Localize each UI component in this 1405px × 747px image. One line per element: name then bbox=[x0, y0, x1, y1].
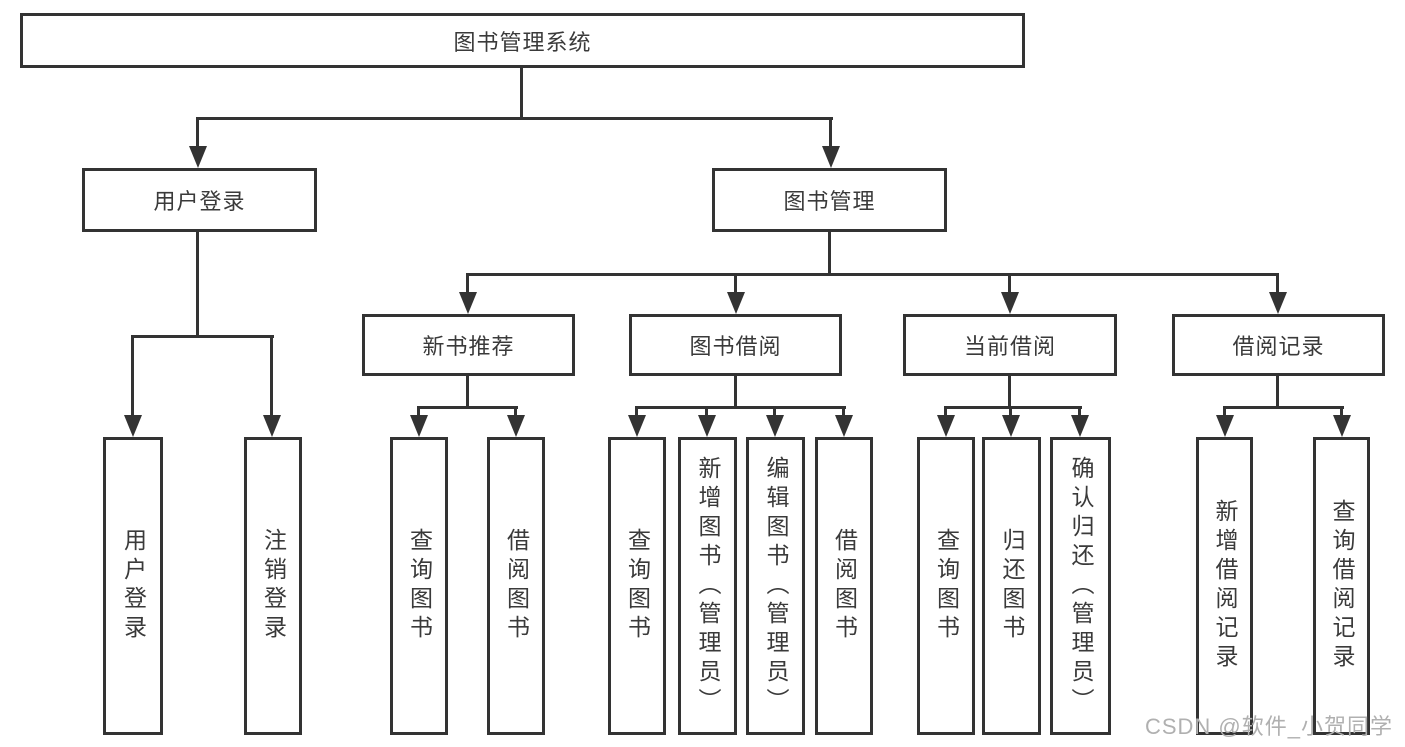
connector-line bbox=[196, 117, 833, 120]
leaf-label: 用户登录 bbox=[120, 528, 147, 644]
arrow-down-icon bbox=[1000, 273, 1019, 314]
arrow-down-icon bbox=[627, 406, 646, 437]
leaf-label: 新增借阅记录 bbox=[1212, 499, 1238, 673]
leaf-query-borrow-record: 查询借阅记录 bbox=[1313, 437, 1370, 735]
arrow-down-icon bbox=[1268, 273, 1287, 314]
leaf-label: 查询图书 bbox=[406, 528, 433, 644]
arrow-down-icon bbox=[697, 406, 716, 437]
leaf-label: 新增图书（管理员） bbox=[695, 455, 721, 717]
leaf-query-books-borrowing: 查询图书 bbox=[608, 437, 666, 735]
leaf-label: 查询图书 bbox=[624, 528, 651, 644]
csdn-watermark: CSDN @软件_小贺同学 bbox=[1144, 714, 1393, 739]
leaf-return-book: 归还图书 bbox=[982, 437, 1041, 735]
node-library-system: 图书管理系统 bbox=[20, 13, 1025, 68]
arrow-down-icon bbox=[1215, 406, 1234, 437]
arrow-down-icon bbox=[765, 406, 784, 437]
connector-line bbox=[417, 406, 518, 409]
leaf-query-books-current: 查询图书 bbox=[917, 437, 975, 735]
connector-line bbox=[635, 406, 846, 409]
node-label: 借阅记录 bbox=[1232, 334, 1325, 359]
leaf-label: 注销登录 bbox=[260, 528, 287, 644]
connector-line bbox=[734, 376, 737, 406]
connector-line bbox=[944, 406, 1082, 409]
leaf-label: 查询借阅记录 bbox=[1329, 499, 1355, 673]
node-book-borrowing: 图书借阅 bbox=[629, 314, 842, 376]
leaf-label: 确认归还（管理员） bbox=[1068, 455, 1094, 717]
node-new-book-recommend: 新书推荐 bbox=[362, 314, 575, 376]
arrow-down-icon bbox=[1070, 406, 1089, 437]
node-user-login: 用户登录 bbox=[82, 168, 317, 232]
arrow-down-icon bbox=[458, 273, 477, 314]
arrow-down-icon bbox=[262, 335, 281, 437]
node-label: 用户登录 bbox=[153, 189, 246, 214]
node-label: 当前借阅 bbox=[963, 334, 1056, 359]
node-label: 图书管理系统 bbox=[453, 29, 592, 55]
connector-line bbox=[196, 232, 199, 335]
leaf-query-books-recommend: 查询图书 bbox=[390, 437, 448, 735]
arrow-down-icon bbox=[123, 335, 142, 437]
connector-line bbox=[466, 376, 469, 406]
connector-line bbox=[828, 232, 831, 273]
connector-line bbox=[1223, 406, 1344, 409]
leaf-label: 借阅图书 bbox=[831, 528, 858, 644]
arrow-down-icon bbox=[1332, 406, 1351, 437]
arrow-down-icon bbox=[821, 117, 840, 168]
node-current-borrowing: 当前借阅 bbox=[903, 314, 1117, 376]
connector-line bbox=[1008, 376, 1011, 406]
leaf-label: 借阅图书 bbox=[503, 528, 530, 644]
node-borrowing-records: 借阅记录 bbox=[1172, 314, 1385, 376]
arrow-down-icon bbox=[188, 117, 207, 168]
arrow-down-icon bbox=[936, 406, 955, 437]
arrow-down-icon bbox=[1001, 406, 1020, 437]
leaf-confirm-return-admin: 确认归还（管理员） bbox=[1050, 437, 1111, 735]
connector-line bbox=[520, 68, 523, 117]
leaf-add-book-admin: 新增图书（管理员） bbox=[678, 437, 737, 735]
leaf-user-login: 用户登录 bbox=[103, 437, 163, 735]
leaf-borrow-books-borrowing: 借阅图书 bbox=[815, 437, 873, 735]
leaf-label: 查询图书 bbox=[933, 528, 960, 644]
connector-line bbox=[467, 273, 1279, 276]
leaf-edit-book-admin: 编辑图书（管理员） bbox=[746, 437, 805, 735]
node-label: 新书推荐 bbox=[422, 334, 515, 359]
node-label: 图书管理 bbox=[783, 189, 876, 214]
leaf-label: 归还图书 bbox=[999, 528, 1025, 644]
arrow-down-icon bbox=[726, 273, 745, 314]
leaf-label: 编辑图书（管理员） bbox=[763, 455, 789, 717]
arrow-down-icon bbox=[834, 406, 853, 437]
node-book-management: 图书管理 bbox=[712, 168, 947, 232]
leaf-borrow-books-recommend: 借阅图书 bbox=[487, 437, 545, 735]
connector-line bbox=[1276, 376, 1279, 406]
connector-line bbox=[131, 335, 274, 338]
leaf-logout: 注销登录 bbox=[244, 437, 302, 735]
node-label: 图书借阅 bbox=[689, 334, 782, 359]
arrow-down-icon bbox=[409, 406, 428, 437]
arrow-down-icon bbox=[506, 406, 525, 437]
leaf-add-borrow-record: 新增借阅记录 bbox=[1196, 437, 1253, 735]
